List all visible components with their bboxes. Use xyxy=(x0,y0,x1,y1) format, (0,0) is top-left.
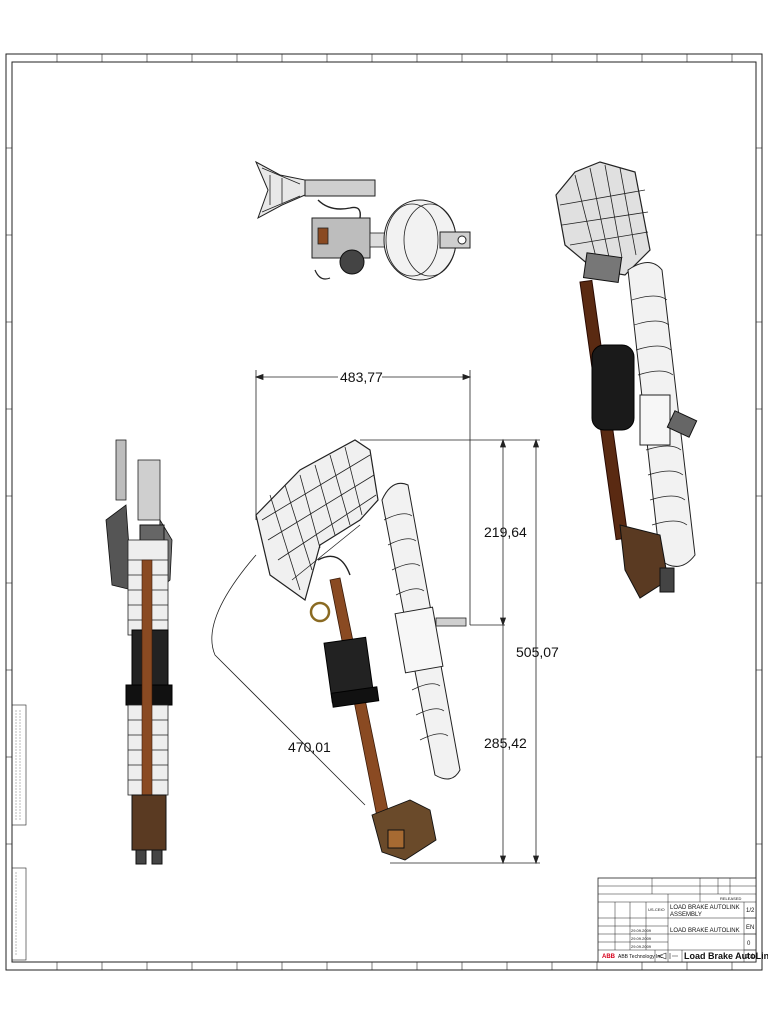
zone-ticks xyxy=(6,54,762,970)
dim-height-total: 505,07 xyxy=(516,644,559,660)
dim-height-lower: 285,42 xyxy=(484,735,527,751)
top-view xyxy=(254,160,471,281)
title-date-2: 29.09.2009 xyxy=(631,936,652,941)
dimension-lines xyxy=(211,370,540,865)
title-date-3: 29.09.2009 xyxy=(631,944,652,949)
sheet-border-inner xyxy=(11,61,757,963)
title-drawing-name: Load Brake AutoLink xyxy=(684,951,768,961)
title-sheet: 1/2 xyxy=(746,908,755,914)
dim-height-upper: 219,64 xyxy=(484,524,527,540)
title-company: ABB Technology Inc. xyxy=(618,954,664,960)
dim-bg-width xyxy=(338,368,382,384)
title-status: RELEASED xyxy=(720,896,741,901)
abb-logo: ABB xyxy=(602,954,616,960)
title-block: RELEASED US-CEIO 29.09.2009 29.09.2009 2… xyxy=(597,877,768,963)
title-dept-code: US-CEIO xyxy=(648,907,665,912)
dim-width-top: 483,77 xyxy=(340,369,383,385)
title-language: EN xyxy=(746,925,754,931)
title-line-1: LOAD BRAKE AUTOLINK xyxy=(670,905,740,911)
front-view xyxy=(255,439,467,861)
title-revision: 0 xyxy=(747,941,751,947)
side-view xyxy=(105,439,173,865)
title-scale: 1:1 xyxy=(746,954,755,960)
title-line-2: ASSEMBLY xyxy=(670,912,702,918)
title-subtitle: LOAD BRAKE AUTOLINK xyxy=(670,928,740,934)
sheet-border-outer xyxy=(5,53,763,971)
revision-strip xyxy=(11,704,27,961)
dim-diagonal: 470,01 xyxy=(288,739,331,755)
title-date-1: 29.09.2009 xyxy=(631,928,652,933)
isometric-view xyxy=(555,161,698,599)
projection-symbol-icon xyxy=(657,952,678,960)
